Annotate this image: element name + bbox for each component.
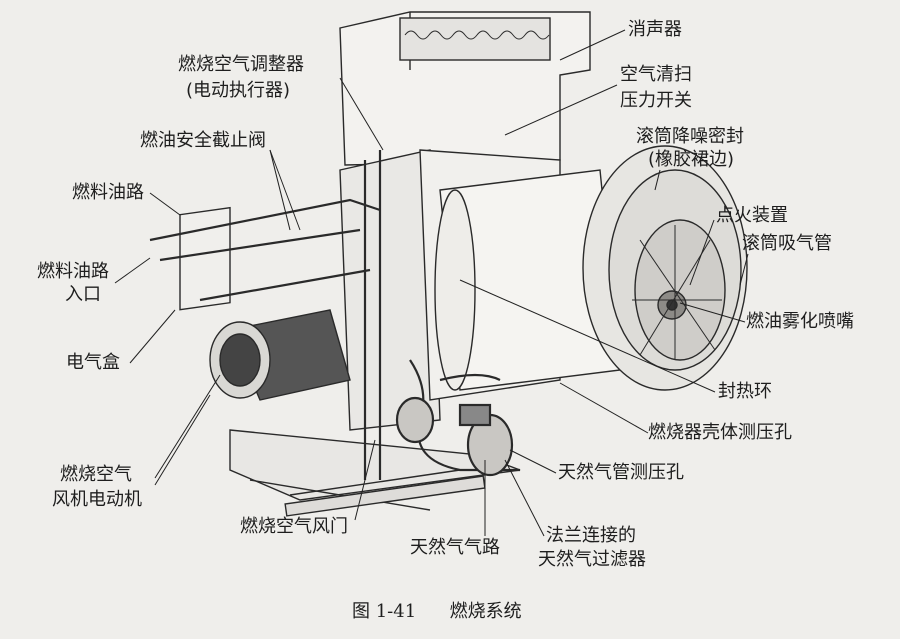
label-heat-seal-ring: 封热环 bbox=[718, 381, 772, 402]
label-air-damper: 燃烧空气风门 bbox=[240, 516, 348, 537]
label-drum-seal-line2: (橡胶裙边) bbox=[648, 149, 735, 170]
label-gas-filter-line1: 法兰连接的 bbox=[546, 525, 636, 546]
leader-lines bbox=[114, 29, 749, 537]
frame-base bbox=[229, 429, 521, 517]
drum-assembly bbox=[582, 145, 748, 391]
label-ignition: 点火装置 bbox=[716, 205, 788, 226]
label-drum-seal-line1: 滚筒降噪密封 bbox=[636, 126, 744, 147]
label-fan-motor-line2: 风机电动机 bbox=[52, 489, 142, 510]
label-electrical-box: 电气盒 bbox=[66, 352, 120, 373]
label-air-purge-switch-line1: 空气清扫 bbox=[620, 64, 692, 85]
label-air-regulator-line2: (电动执行器) bbox=[186, 80, 291, 101]
label-fuel-line: 燃料油路 bbox=[72, 182, 144, 203]
label-housing-pressure-port: 燃烧器壳体测压孔 bbox=[648, 422, 792, 443]
label-fuel-inlet-line1: 燃料油路 bbox=[37, 261, 109, 282]
caption-number: 图 1-41 bbox=[352, 601, 417, 622]
label-gas-filter-line2: 天然气过滤器 bbox=[538, 549, 646, 570]
label-oil-shutoff-valve: 燃油安全截止阀 bbox=[140, 130, 266, 151]
label-gas-pipe-pressure-port: 天然气管测压孔 bbox=[558, 462, 684, 483]
label-air-purge-switch-line2: 压力开关 bbox=[620, 90, 692, 111]
burner-housing bbox=[339, 149, 621, 431]
figure-caption: 图 1-41 燃烧系统 bbox=[352, 597, 522, 623]
label-fuel-inlet-line2: 入口 bbox=[65, 284, 101, 305]
label-gas-line: 天然气气路 bbox=[410, 537, 500, 558]
label-silencer: 消声器 bbox=[628, 19, 682, 40]
label-fan-motor-line1: 燃烧空气 bbox=[60, 464, 132, 485]
caption-title: 燃烧系统 bbox=[449, 601, 522, 622]
silencer-box bbox=[339, 11, 591, 166]
fuel-piping bbox=[149, 150, 520, 480]
label-drum-intake: 滚筒吸气管 bbox=[742, 233, 832, 254]
label-oil-nozzle: 燃油雾化喷嘴 bbox=[746, 311, 854, 332]
fan-motor bbox=[179, 206, 351, 401]
label-air-regulator-line1: 燃烧空气调整器 bbox=[178, 54, 304, 75]
